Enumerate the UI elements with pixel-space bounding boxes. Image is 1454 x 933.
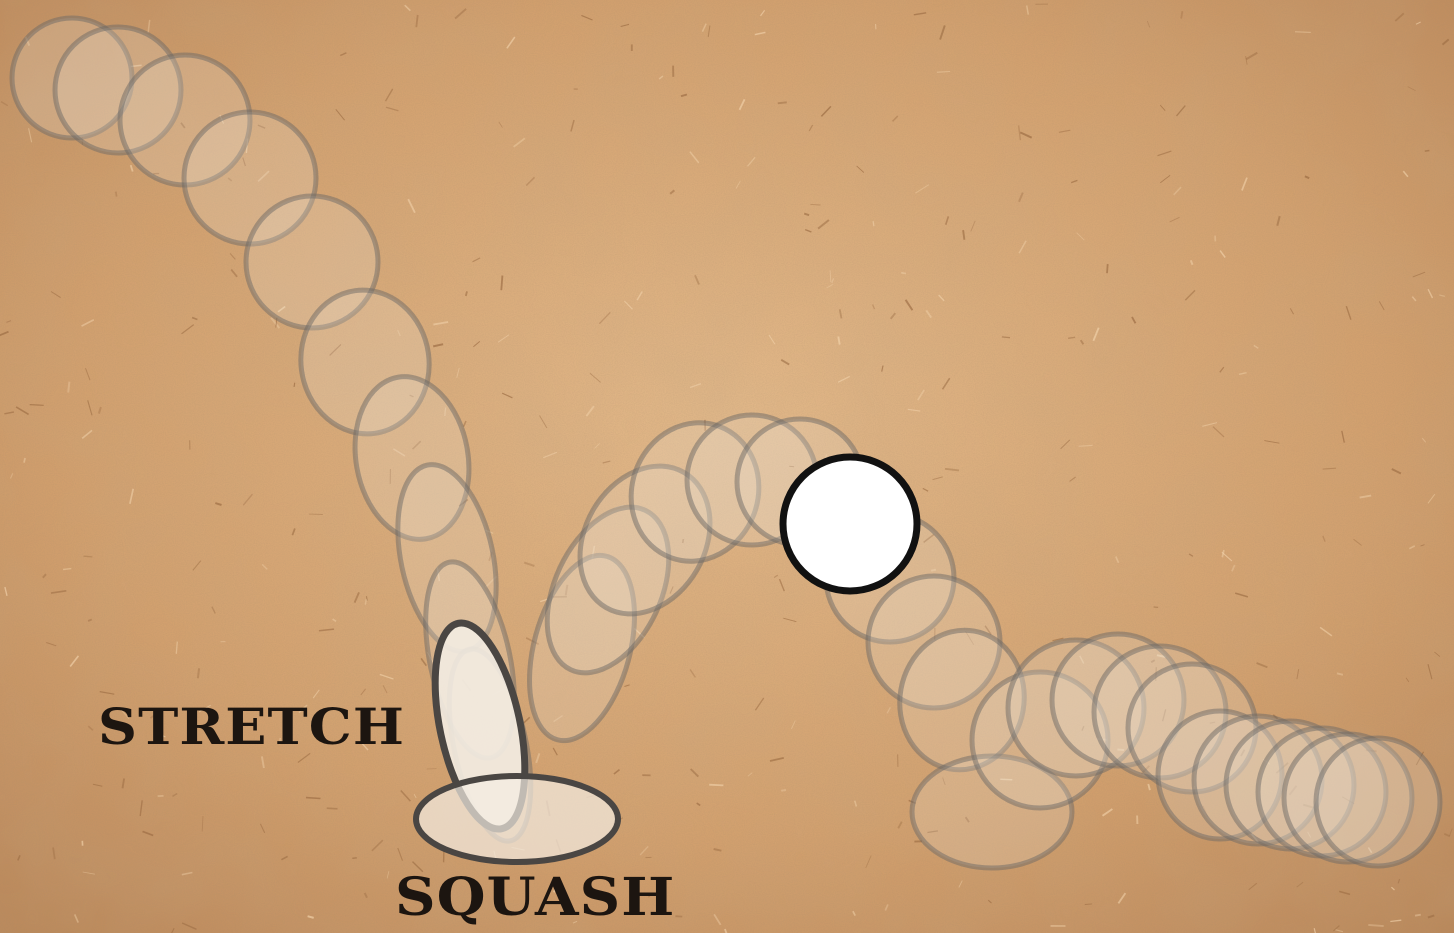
paper-fiber: [466, 291, 467, 296]
paper-fiber: [30, 405, 44, 406]
paper-fiber: [963, 230, 964, 240]
paper-fiber: [306, 798, 321, 799]
paper-fiber: [778, 102, 787, 103]
paper-fiber: [810, 204, 820, 205]
squash-label: SQUASH: [395, 872, 675, 924]
paper-fiber: [294, 383, 295, 387]
paper-fiber: [1368, 925, 1383, 926]
current-ball: [783, 457, 917, 591]
squash-ball: [416, 776, 618, 862]
paper-fiber: [501, 276, 502, 291]
paper-fiber: [68, 382, 69, 393]
paper-fiber: [1181, 11, 1182, 18]
paper-fiber: [873, 221, 874, 226]
paper-fiber: [1085, 904, 1092, 905]
paper-fiber: [901, 273, 906, 274]
paper-fiber: [1002, 337, 1010, 338]
stretch-label: STRETCH: [98, 702, 405, 752]
paper-fiber: [781, 790, 786, 791]
paper-fiber: [1415, 915, 1421, 916]
paper-fiber: [709, 785, 723, 786]
paper-fiber: [63, 569, 71, 570]
paper-fiber: [1107, 264, 1108, 273]
paper-fiber: [1068, 337, 1075, 338]
paper-fiber: [198, 668, 199, 678]
paper-fiber: [84, 556, 93, 557]
paper-fiber: [365, 599, 366, 605]
paper-fiber: [116, 192, 117, 197]
paper-fiber: [1295, 32, 1311, 33]
paper-fiber: [1425, 151, 1430, 152]
paper-fiber: [327, 808, 338, 809]
paper-fiber: [352, 858, 357, 859]
paper-fiber: [24, 458, 25, 463]
ghost-ball-frame: [1316, 738, 1440, 866]
